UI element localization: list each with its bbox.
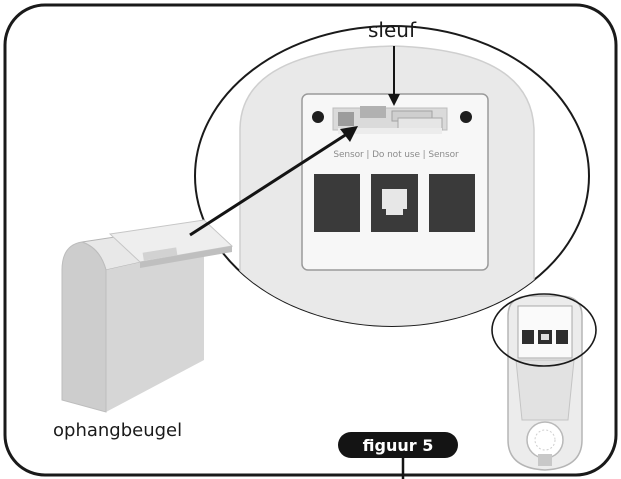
device-small: [507, 295, 583, 471]
arrow-icon: [189, 126, 358, 237]
port-strip-label: Sensor | Do not use | Sensor: [333, 150, 459, 160]
arrow-icon: [388, 46, 400, 106]
figure-badge: [338, 432, 458, 479]
zoomed-device: [239, 45, 535, 326]
focus-ellipse: [491, 293, 597, 367]
hanger-label: ophangbeugel: [53, 420, 183, 441]
slot-label: sleuf: [368, 18, 416, 42]
figure-frame: [3, 3, 618, 477]
figure-caption: figuur 5: [362, 436, 434, 455]
hanger-bracket: [61, 219, 234, 413]
connector-icon: [382, 189, 407, 215]
